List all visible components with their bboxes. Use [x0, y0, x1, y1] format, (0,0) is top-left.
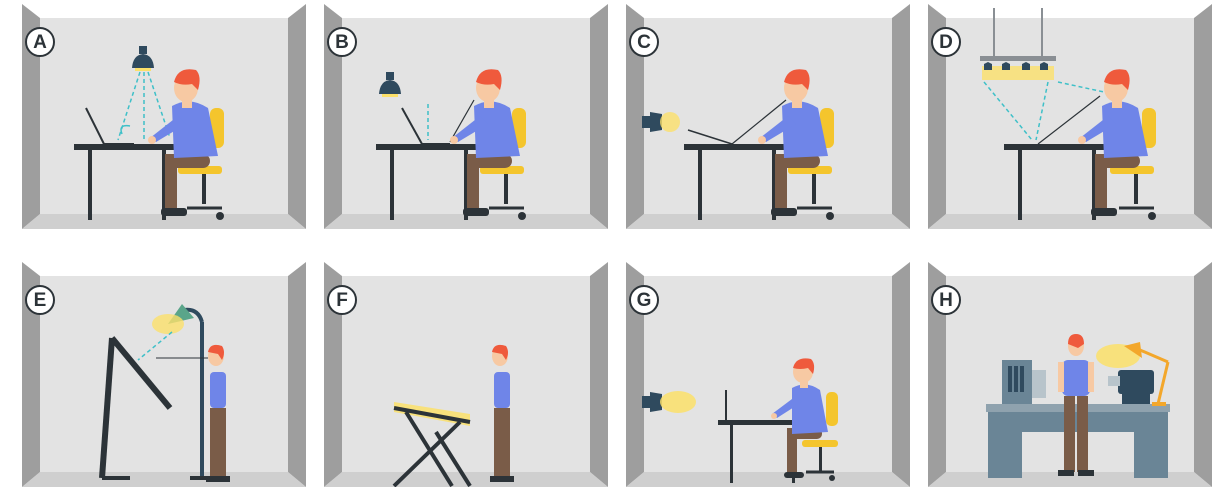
panel-d: D	[928, 4, 1212, 229]
room-scene	[626, 4, 910, 229]
panel-h: H	[928, 262, 1212, 487]
panel-label-badge: G	[629, 285, 659, 315]
panel-e: E	[22, 262, 306, 487]
room-scene	[928, 262, 1212, 487]
room-scene	[324, 262, 608, 487]
panel-b: B	[324, 4, 608, 229]
panel-label-badge: A	[25, 27, 55, 57]
desk	[684, 144, 792, 150]
panel-label-badge: B	[327, 27, 357, 57]
panel-g: G	[626, 262, 910, 487]
panel-label-badge: D	[931, 27, 961, 57]
panel-f: F	[324, 262, 608, 487]
chair	[826, 392, 838, 426]
panel-label-badge: C	[629, 27, 659, 57]
room-scene	[22, 262, 306, 487]
desk	[74, 144, 182, 150]
panel-label-badge: E	[25, 285, 55, 315]
panel-label-badge: H	[931, 285, 961, 315]
wall-lamp-icon	[642, 391, 696, 413]
room-scene	[928, 4, 1212, 229]
room-scene	[22, 4, 306, 229]
panel-c: C	[626, 4, 910, 229]
desk	[718, 420, 802, 425]
panel-label-badge: F	[327, 285, 357, 315]
desk	[376, 144, 484, 150]
panel-a: A	[22, 4, 306, 229]
room-scene	[626, 262, 910, 487]
room-scene	[324, 4, 608, 229]
desk	[1004, 144, 1112, 150]
